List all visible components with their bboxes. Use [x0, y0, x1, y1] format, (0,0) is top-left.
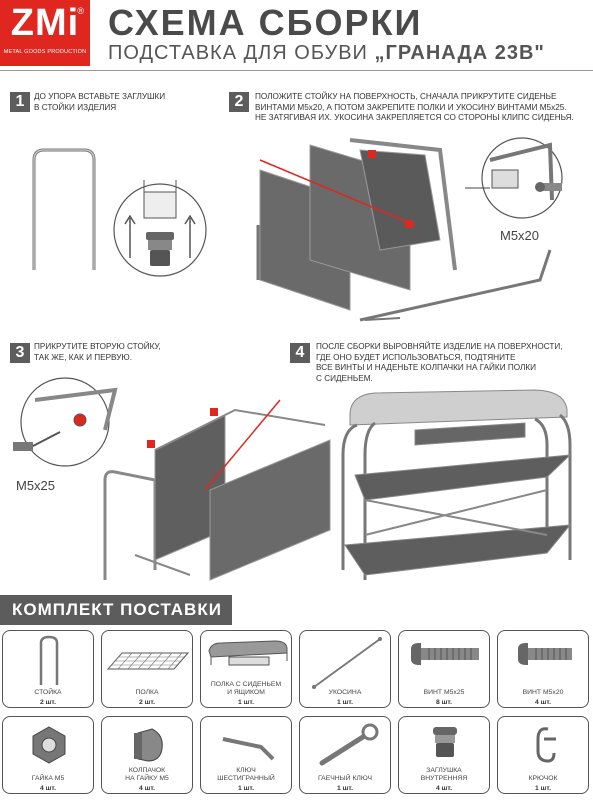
kit-item-qty: 1 шт. — [535, 785, 551, 792]
step-1-illustration — [32, 148, 207, 277]
kit-item-qty: 1 шт. — [337, 785, 353, 792]
plug-icon — [433, 727, 457, 757]
kit-item-qty: 4 шт. — [40, 785, 56, 792]
kit-item-qty: 8 шт. — [436, 699, 452, 706]
page-subtitle: ПОДСТАВКА ДЛЯ ОБУВИ „ГРАНАДА 23В" — [108, 42, 545, 65]
kit-item-name-line: КОЛПАЧОК — [128, 767, 166, 774]
kit-item-name: КЛЮЧ ШЕСТИГРАННЫЙ — [201, 767, 291, 783]
product-name: „ГРАНАДА 23В" — [374, 42, 545, 64]
kit-item-name: УКОСИНА — [328, 689, 362, 696]
step-2-line: ВИНТАМИ М5х20, А ПОТОМ ЗАКРЕПИТЕ ПОЛКИ И… — [255, 102, 567, 112]
kit-item-name: ВИНТ М5х20 — [522, 689, 564, 696]
kit-item-qty: 1 шт. — [238, 699, 254, 706]
step-4-text: ПОСЛЕ СБОРКИ ВЫРОВНЯЙТЕ ИЗДЕЛИЕ НА ПОВЕР… — [316, 342, 586, 384]
cap-icon — [134, 728, 163, 762]
screw-short-icon — [518, 643, 572, 665]
kit-item-name: ГАЙКА М5 — [31, 775, 65, 782]
kit-item-name-line: НА ГАЙКУ М5 — [125, 775, 169, 782]
step-3-line: ТАК ЖЕ, КАК И ПЕРВУЮ. — [34, 352, 132, 362]
step-3-line: ПРИКРУТИТЕ ВТОРУЮ СТОЙКУ, — [34, 342, 161, 351]
logo-tagline: METAL GOODS PRODUCTION — [3, 49, 87, 55]
step-2-callout: М5х20 — [500, 228, 540, 243]
logo-text: ZMi — [10, 2, 80, 44]
step-4-number: 4 — [290, 343, 310, 363]
kit-item-plug: ЗАГЛУШКА ВНУТРЕННЯЯ 4 шт. — [398, 716, 490, 794]
kit-item-hex-key: КЛЮЧ ШЕСТИГРАННЫЙ 1 шт. — [200, 716, 292, 794]
kit-item-name: ПОЛКА С СИДЕНЬЕМ И ЯЩИКОМ — [201, 681, 291, 697]
kit-item-name: СТОЙКА — [34, 689, 62, 696]
kit-item-name-line: ШЕСТИГРАННЫЙ — [217, 775, 275, 782]
step-3-callout: М5х25 — [16, 478, 56, 493]
kit-item-qty: 2 шт. — [139, 699, 155, 706]
step-3-text: ПРИКРУТИТЕ ВТОРУЮ СТОЙКУ, ТАК ЖЕ, КАК И … — [34, 342, 194, 363]
stand-icon — [39, 635, 59, 685]
kit-item-name: ВИНТ М5х25 — [423, 689, 465, 696]
step-1-number: 1 — [10, 92, 30, 112]
kit-item-name: КРЮЧОК — [528, 775, 558, 782]
kit-item-qty: 4 шт. — [436, 785, 452, 792]
step-4-line: С СИДЕНЬЕМ. — [316, 373, 373, 383]
kit-item-name-line: ВНУТРЕННЯЯ — [420, 775, 468, 782]
kit-item-name: ПОЛКА — [135, 689, 159, 696]
screw-long-icon — [411, 643, 479, 665]
kit-item-qty: 4 шт. — [139, 785, 155, 792]
step-3-illustration — [13, 377, 331, 581]
step-4-line: ПОСЛЕ СБОРКИ ВЫРОВНЯЙТЕ ИЗДЕЛИЕ НА ПОВЕР… — [316, 342, 563, 351]
shelf-icon — [106, 652, 190, 670]
subtitle-prefix: ПОДСТАВКА ДЛЯ ОБУВИ — [108, 42, 368, 64]
kit-item-brace: УКОСИНА 1 шт. — [299, 630, 391, 708]
kit-item-qty: 4 шт. — [535, 699, 551, 706]
kit-item-stand: СТОЙКА 2 шт. — [2, 630, 94, 708]
kit-item-name-line: ПОЛКА С СИДЕНЬЕМ — [210, 681, 282, 688]
kit-item-cap: КОЛПАЧОК НА ГАЙКУ М5 4 шт. — [101, 716, 193, 794]
step-2-text: ПОЛОЖИТЕ СТОЙКУ НА ПОВЕРХНОСТЬ, СНАЧАЛА … — [255, 92, 590, 124]
kit-item-shelf: ПОЛКА 2 шт. — [101, 630, 193, 708]
step-1-line: В СТОЙКИ ИЗДЕЛИЯ — [34, 102, 117, 112]
kit-item-name-line: И ЯЩИКОМ — [227, 689, 265, 696]
wrench-icon — [319, 723, 379, 766]
kit-item-seat-shelf: ПОЛКА С СИДЕНЬЕМ И ЯЩИКОМ 1 шт. — [200, 630, 292, 708]
step-1-line: ДО УПОРА ВСТАВЬТЕ ЗАГЛУШКИ — [34, 92, 166, 101]
step-1-text: ДО УПОРА ВСТАВЬТЕ ЗАГЛУШКИ В СТОЙКИ ИЗДЕ… — [34, 92, 184, 113]
kit-item-name-line: КЛЮЧ — [236, 767, 256, 774]
kit-title: КОМПЛЕКТ ПОСТАВКИ — [0, 595, 232, 625]
kit-item-qty: 1 шт. — [238, 785, 254, 792]
detail-circle — [113, 183, 207, 277]
step-4-illustration — [341, 389, 572, 580]
step-2-line: НЕ ЗАТЯГИВАЯ ИХ. УКОСИНА ЗАКРЕПЛЯЕТСЯ СО… — [255, 113, 574, 122]
kit-item-name: КОЛПАЧОК НА ГАЙКУ М5 — [102, 767, 192, 783]
step-2-number: 2 — [229, 92, 249, 112]
step-4-line: ВСЕ ВИНТЫ И НАДЕНЬТЕ КОЛПАЧКИ НА ГАЙКИ П… — [316, 363, 537, 372]
kit-item-screw-m5x25: ВИНТ М5х25 8 шт. — [398, 630, 490, 708]
kit-item-qty: 1 шт. — [337, 699, 353, 706]
kit-item-nut: ГАЙКА М5 4 шт. — [2, 716, 94, 794]
kit-item-qty: 2 шт. — [40, 699, 56, 706]
kit-item-wrench: ГАЕЧНЫЙ КЛЮЧ 1 шт. — [299, 716, 391, 794]
brace-icon — [312, 637, 382, 689]
step-2-line: ПОЛОЖИТЕ СТОЙКУ НА ПОВЕРХНОСТЬ, СНАЧАЛА … — [255, 92, 557, 101]
nut-icon — [32, 726, 66, 764]
header-divider — [0, 70, 593, 71]
kit-item-hook: КРЮЧОК 1 шт. — [497, 716, 589, 794]
kit-item-screw-m5x20: ВИНТ М5х20 4 шт. — [497, 630, 589, 708]
seat-shelf-icon — [208, 640, 288, 666]
kit-item-name: ГАЕЧНЫЙ КЛЮЧ — [317, 775, 373, 782]
kit-item-name: ЗАГЛУШКА ВНУТРЕННЯЯ — [399, 767, 489, 783]
step-4-line: ГДЕ ОНО БУДЕТ ИСПОЛЬЗОВАТЬСЯ, ПОДТЯНИТЕ — [316, 352, 516, 362]
step-2-illustration — [256, 137, 563, 322]
step-3-number: 3 — [10, 343, 30, 363]
registered-mark: ® — [77, 6, 84, 16]
hook-icon — [536, 727, 556, 763]
page-title: СХЕМА СБОРКИ — [108, 2, 423, 43]
brand-logo: ZMi ® METAL GOODS PRODUCTION — [0, 0, 90, 66]
hex-key-icon — [222, 737, 275, 761]
kit-item-name-line: ЗАГЛУШКА — [426, 767, 462, 774]
